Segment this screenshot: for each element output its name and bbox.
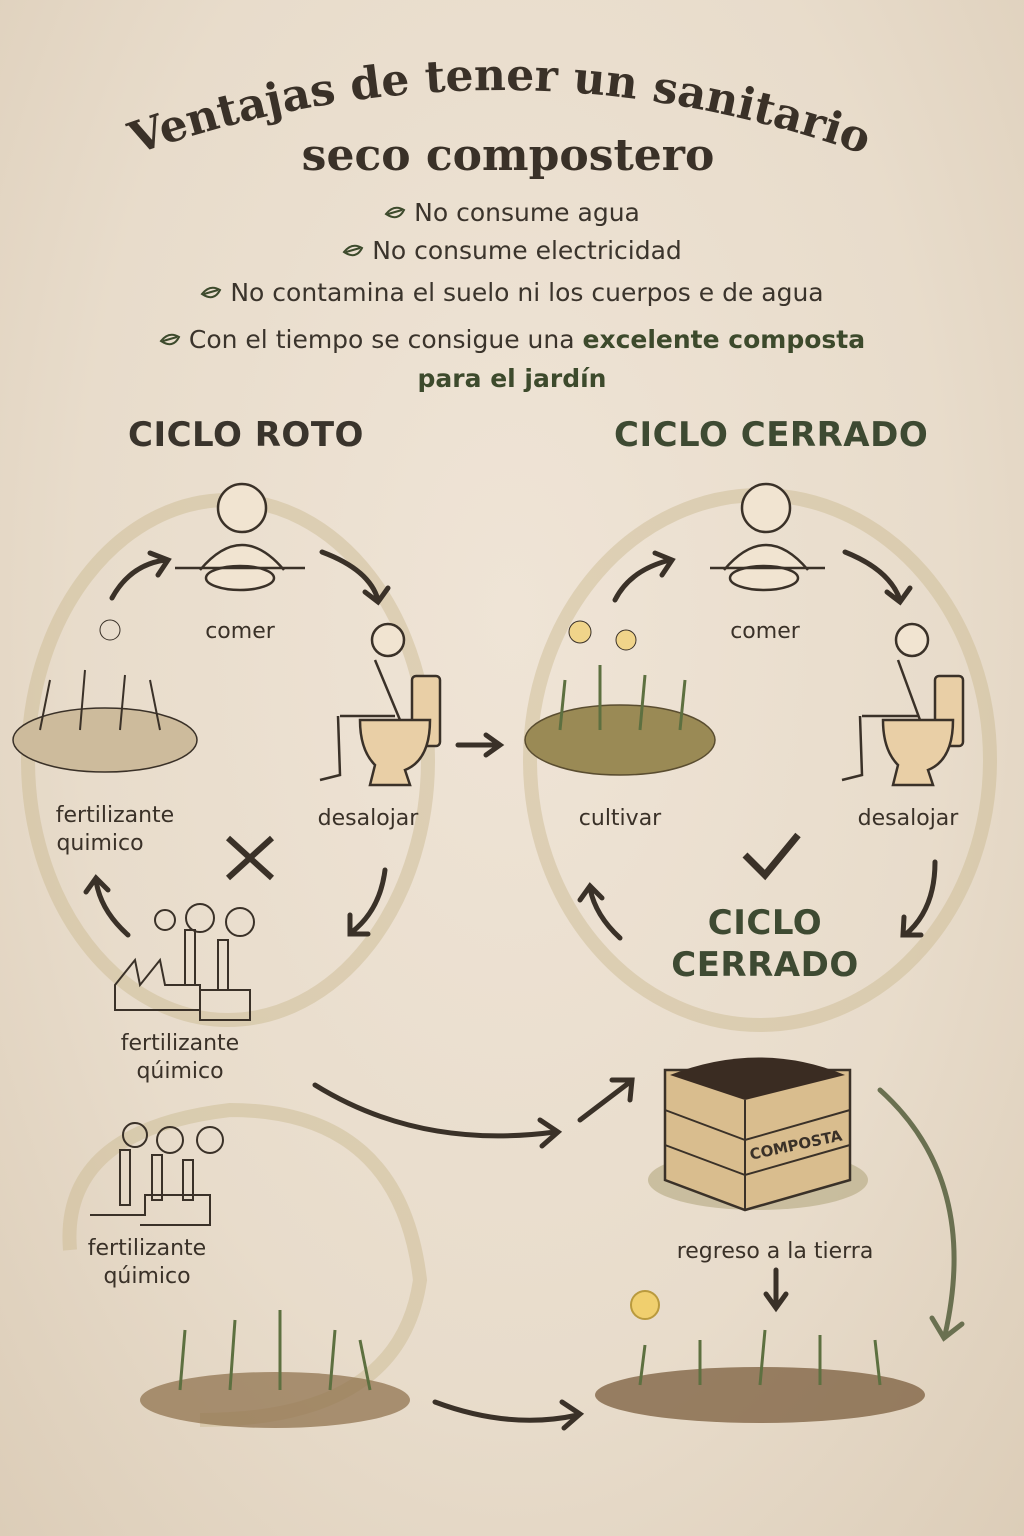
closed-eat-label: comer [730, 619, 800, 644]
arrow-icon [877, 1087, 965, 1342]
label-line: fertilizante [87, 1236, 207, 1261]
benefit-item: Con el tiempo se consigue una excelente … [0, 325, 1024, 354]
arrow-icon [577, 882, 623, 941]
benefit-item: No contamina el suelo ni los cuerpos e d… [0, 278, 1024, 307]
sun-icon [630, 1290, 660, 1320]
closed-cycle-center-title: CICLO CERRADO [660, 902, 870, 986]
arrow-icon [842, 549, 913, 606]
broken-eat-label: comer [205, 619, 275, 644]
factory-fertilizer-label: fertilizante qúimico [105, 1030, 255, 1086]
cultivated-garden-icon [524, 620, 716, 776]
label-line: CERRADO [671, 945, 859, 985]
closed-cycle-heading: CICLO CERRADO [614, 415, 929, 455]
broken-evacuate-label: desalojar [317, 806, 419, 831]
arrow-icon [900, 859, 938, 938]
benefit-item: No consume agua [0, 198, 1024, 227]
arrow-icon [577, 1077, 635, 1123]
label-line: CICLO [707, 903, 823, 943]
label-line: fertilizante [120, 1031, 240, 1056]
compost-box-icon: COMPOSTA [648, 1057, 868, 1212]
title-line-2: seco compostero [302, 130, 715, 181]
factory-icon [114, 903, 255, 1021]
label-line: qúimico [136, 1059, 224, 1084]
leaf-icon [342, 244, 364, 257]
benefit-text: No consume electricidad [372, 236, 682, 265]
label-line: quimico [56, 831, 144, 856]
broken-cycle-heading: CICLO ROTO [128, 415, 364, 455]
arrow-icon [347, 867, 388, 937]
benefit-text: No consume agua [414, 198, 640, 227]
benefit-bold-continuation: para el jardín [417, 364, 607, 393]
garden-sketch-icon [12, 619, 198, 773]
arrow-icon [763, 1267, 789, 1313]
label-line: qúimico [103, 1264, 191, 1289]
arrow-icon [109, 550, 172, 601]
bottom-right-garden-icon [595, 1290, 925, 1423]
benefit-text: No contamina el suelo ni los cuerpos e d… [230, 278, 824, 307]
person-eating-icon [175, 482, 305, 592]
arrow-icon [455, 732, 505, 758]
person-on-toilet-icon [841, 622, 965, 787]
leaf-icon [159, 333, 181, 346]
label-line: fertilizante [55, 803, 175, 828]
benefit-text: Con el tiempo se consigue una [188, 325, 583, 354]
check-mark-icon [742, 832, 801, 881]
closed-cultivate-label: cultivar [578, 806, 662, 831]
person-eating-icon [710, 482, 825, 592]
benefit-item: No consume electricidad [0, 236, 1024, 265]
arrow-icon [612, 550, 676, 603]
person-on-toilet-icon [319, 622, 442, 787]
arrow-icon [83, 874, 131, 938]
cross-mark-icon [225, 835, 275, 881]
bottom-left-garden-icon [140, 1310, 410, 1428]
factory-icon [90, 1122, 224, 1226]
bottom-fertilizer-label: fertilizante qúimico [72, 1235, 222, 1291]
arrow-icon [319, 549, 391, 606]
closed-evacuate-label: desalojar [857, 806, 959, 831]
broken-fertilizer-label: fertilizante quimico [40, 802, 190, 858]
arrow-icon [432, 1399, 585, 1431]
title-graphic: Ventajas de tener un sanitario seco comp… [122, 50, 878, 181]
benefit-bold-text: excelente composta [582, 325, 866, 354]
return-to-earth-label: regreso a la tierra [676, 1239, 874, 1264]
arrow-icon [312, 1082, 563, 1149]
leaf-icon [200, 286, 222, 299]
leaf-icon [384, 206, 406, 219]
